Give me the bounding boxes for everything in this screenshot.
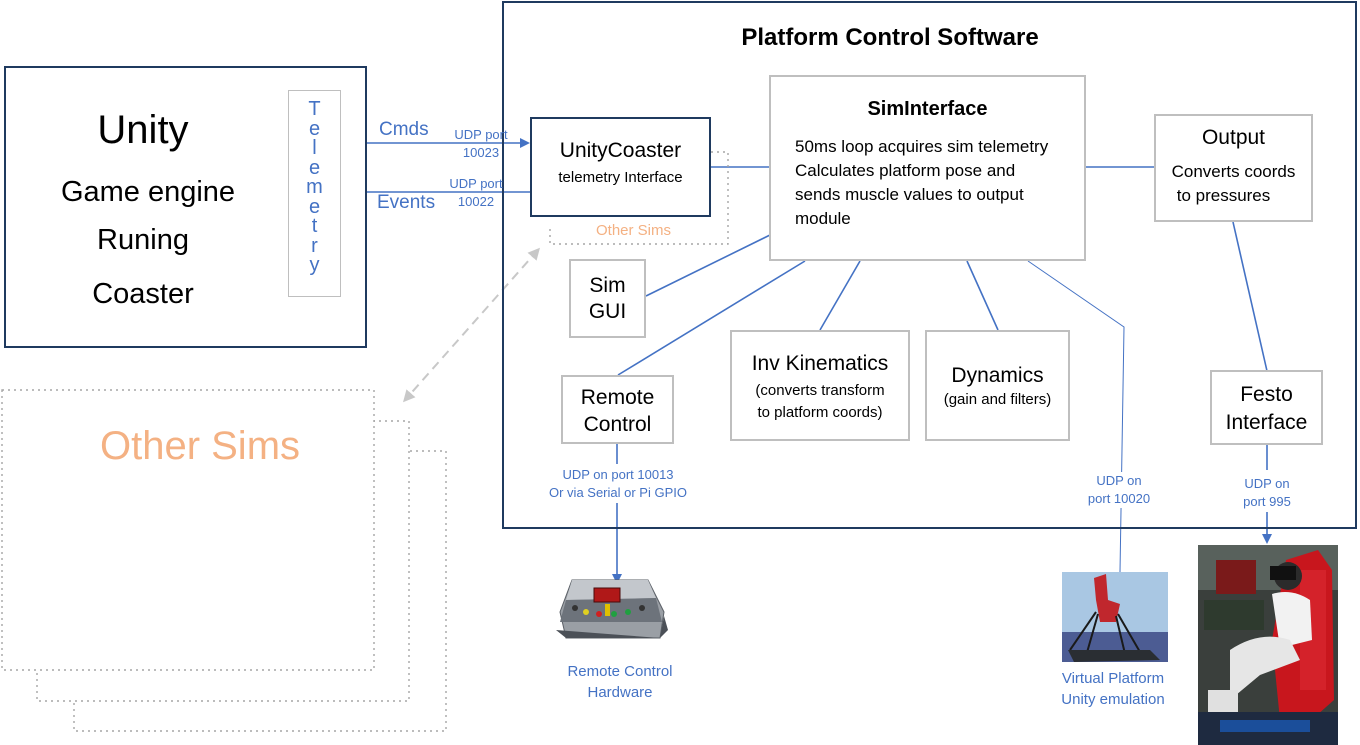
platform-control-title: Platform Control Software (741, 24, 1039, 51)
output-to-festo-line (1232, 221, 1268, 372)
inv-kinematics-title: Inv Kinematics (751, 352, 889, 375)
sim-gui-line2: GUI (588, 300, 627, 323)
siminterface-description: 50ms loop acquires sim telemetry Calcula… (795, 137, 1049, 228)
siminterface-to-remote-line (617, 260, 806, 376)
dynamics-box: Dynamics (gain and filters) (925, 330, 1070, 441)
output-desc-1: Converts coords (1171, 162, 1296, 181)
other-sims-dotted-bracket (549, 151, 729, 245)
sim-gui-line1: Sim (589, 274, 626, 297)
events-label: Events (377, 192, 436, 213)
dynamics-title: Dynamics (951, 364, 1044, 387)
remote-control-box: Remote Control (561, 375, 674, 444)
inv-kinematics-desc-2: to platform coords) (757, 404, 883, 421)
unity-line2: Runing (97, 224, 189, 256)
output-desc-2: to pressures (1176, 186, 1271, 205)
output-box: Output Converts coords to pressures (1154, 114, 1313, 222)
festo-line2: Interface (1225, 411, 1308, 434)
output-title: Output (1201, 126, 1266, 149)
unity-coaster-title: UnityCoaster (559, 139, 682, 162)
telemetry-panel (288, 90, 341, 297)
telemetry-label: T e l e m e t r y (306, 98, 323, 276)
remote-control-line2: Control (583, 413, 652, 436)
siminterface-box: SimInterface 50ms loop acquires sim tele… (769, 75, 1086, 261)
siminterface-title: SimInterface (867, 98, 988, 120)
inv-kinematics-box: Inv Kinematics (converts transform to pl… (730, 330, 910, 441)
inv-kinematics-desc-1: (converts transform (755, 382, 885, 399)
platform-control-frame (502, 1, 1357, 529)
festo-interface-box: Festo Interface (1210, 370, 1323, 445)
dynamics-desc: (gain and filters) (943, 391, 1052, 408)
other-sims-link-arrow (403, 247, 540, 403)
unity-title: Unity (97, 108, 189, 152)
siminterface-to-invkin-line (819, 260, 861, 331)
unity-line3: Coaster (92, 278, 194, 310)
unity-line1: Game engine (60, 176, 236, 208)
other-sims-frame-front (1, 389, 375, 671)
unity-coaster-subtitle: telemetry Interface (558, 169, 683, 186)
unity-coaster-box: UnityCoaster telemetry Interface (530, 117, 711, 217)
festo-line1: Festo (1240, 383, 1293, 406)
other-sims-large-label: Other Sims (99, 424, 301, 468)
siminterface-to-simgui-line (645, 234, 771, 297)
siminterface-to-dynamics-line (966, 260, 999, 331)
cmds-label: Cmds (379, 119, 429, 140)
other-sims-small-label: Other Sims (596, 222, 672, 239)
sim-gui-box: Sim GUI (569, 259, 646, 338)
remote-control-line1: Remote (580, 386, 655, 409)
